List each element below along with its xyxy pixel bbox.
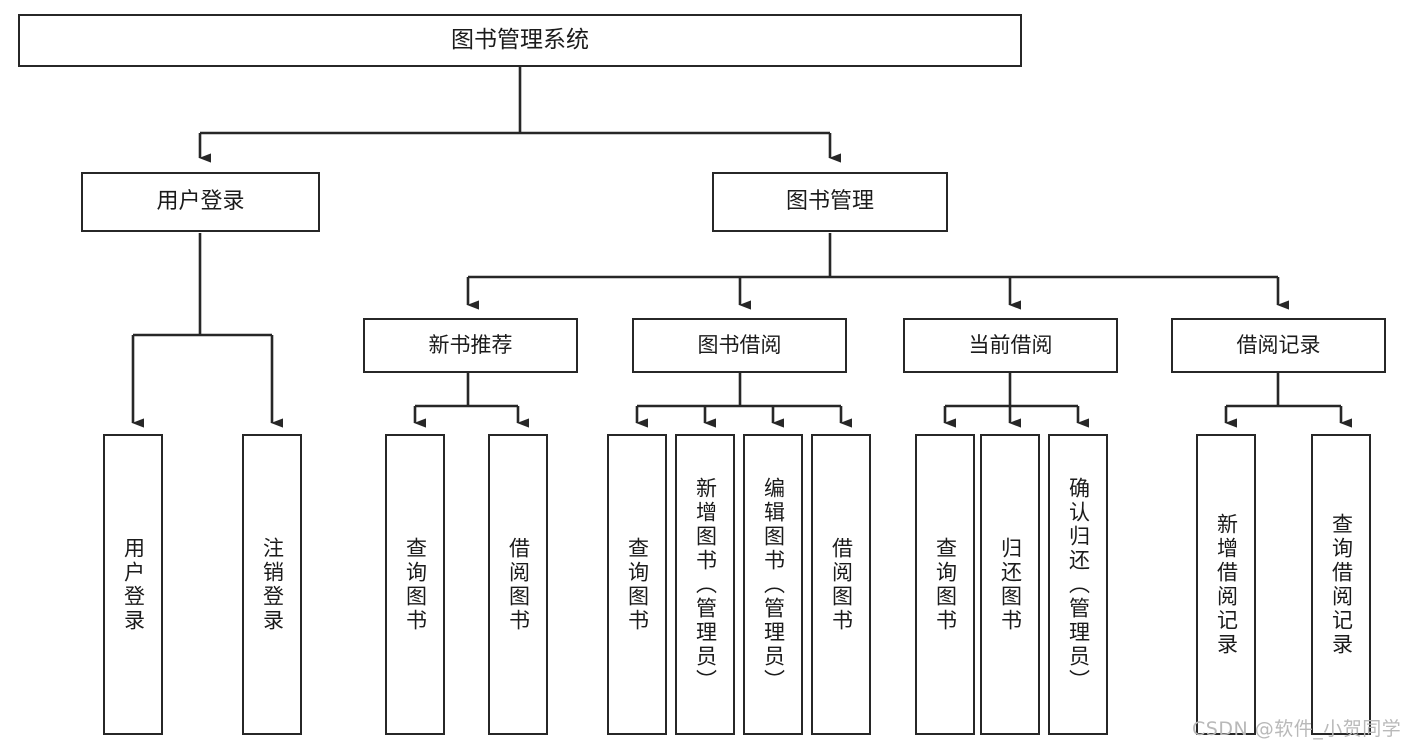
node-leaf-query-book-borrow[interactable]: 查询图书 (607, 434, 667, 735)
node-leaf-borrow-book-borrow[interactable]: 借阅图书 (811, 434, 871, 735)
node-label: 图书管理 (785, 189, 874, 215)
node-book-management-system[interactable]: 图书管理系统 (18, 14, 1022, 67)
node-current-borrow[interactable]: 当前借阅 (903, 318, 1118, 373)
node-label: 归还图书 (998, 536, 1023, 633)
node-leaf-add-book-admin[interactable]: 新增图书（管理员） (675, 434, 735, 735)
node-label: 新增借阅记录 (1214, 512, 1239, 657)
node-label: 编辑图书（管理员） (761, 476, 786, 693)
node-book-manage[interactable]: 图书管理 (712, 172, 948, 232)
node-label: 当前借阅 (968, 333, 1053, 358)
node-leaf-query-borrow-record[interactable]: 查询借阅记录 (1311, 434, 1371, 735)
node-label: 用户登录 (121, 536, 146, 633)
node-label: 图书管理系统 (451, 26, 589, 53)
csdn-watermark: CSDN @软件_小贺同学 (1192, 718, 1402, 740)
node-label: 新增图书（管理员） (693, 476, 718, 693)
node-leaf-edit-book-admin[interactable]: 编辑图书（管理员） (743, 434, 803, 735)
node-label: 确认归还（管理员） (1066, 476, 1091, 693)
node-leaf-query-book-current[interactable]: 查询图书 (915, 434, 975, 735)
node-user-login[interactable]: 用户登录 (81, 172, 320, 232)
node-book-borrow[interactable]: 图书借阅 (632, 318, 847, 373)
node-label: 用户登录 (156, 189, 245, 215)
node-label: 借阅记录 (1236, 333, 1321, 358)
node-label: 新书推荐 (428, 333, 513, 358)
node-label: 查询图书 (625, 536, 650, 633)
node-label: 查询图书 (933, 536, 958, 633)
node-leaf-logout-login[interactable]: 注销登录 (242, 434, 302, 735)
node-leaf-confirm-return-admin[interactable]: 确认归还（管理员） (1048, 434, 1108, 735)
node-leaf-query-book-rec[interactable]: 查询图书 (385, 434, 445, 735)
node-borrow-record[interactable]: 借阅记录 (1171, 318, 1386, 373)
node-leaf-user-login[interactable]: 用户登录 (103, 434, 163, 735)
node-leaf-borrow-book-rec[interactable]: 借阅图书 (488, 434, 548, 735)
node-leaf-add-borrow-record[interactable]: 新增借阅记录 (1196, 434, 1256, 735)
node-label: 查询借阅记录 (1329, 512, 1354, 657)
node-label: 借阅图书 (506, 536, 531, 633)
node-label: 注销登录 (260, 536, 285, 633)
node-label: 图书借阅 (697, 333, 782, 358)
node-leaf-return-book[interactable]: 归还图书 (980, 434, 1040, 735)
node-label: 借阅图书 (829, 536, 854, 633)
node-new-book-recommend[interactable]: 新书推荐 (363, 318, 578, 373)
node-label: 查询图书 (403, 536, 428, 633)
